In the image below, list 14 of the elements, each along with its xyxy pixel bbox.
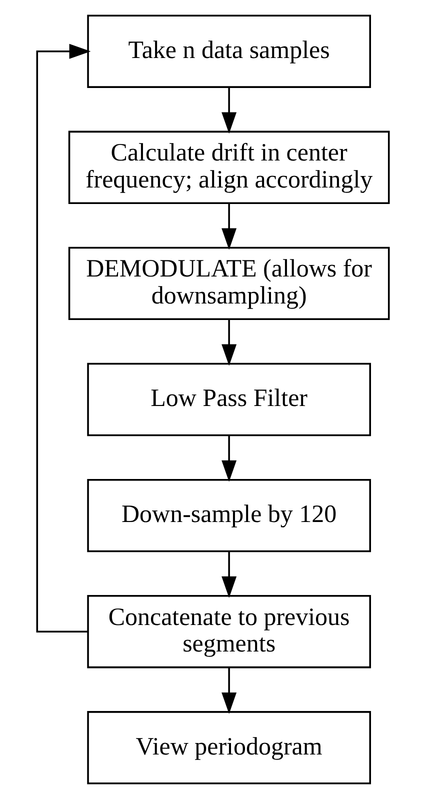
arrow — [221, 668, 236, 714]
node-box: DEMODULATE (allows for downsampling) — [68, 246, 390, 320]
node-box: Concatenate to previous segments — [86, 595, 370, 668]
arrow — [221, 320, 236, 366]
node-box: Take n data samples — [86, 14, 370, 88]
node-box: Low Pass Filter — [86, 362, 370, 436]
arrow — [221, 87, 236, 134]
arrow — [221, 203, 236, 250]
arrow — [221, 436, 236, 482]
node-box: View periodogram — [86, 711, 370, 784]
arrow — [36, 44, 90, 632]
node-box: Calculate drift in center frequency; align accordingly — [68, 130, 390, 204]
arrow — [221, 552, 236, 598]
node-box: Down-sample by 120 — [86, 478, 370, 552]
